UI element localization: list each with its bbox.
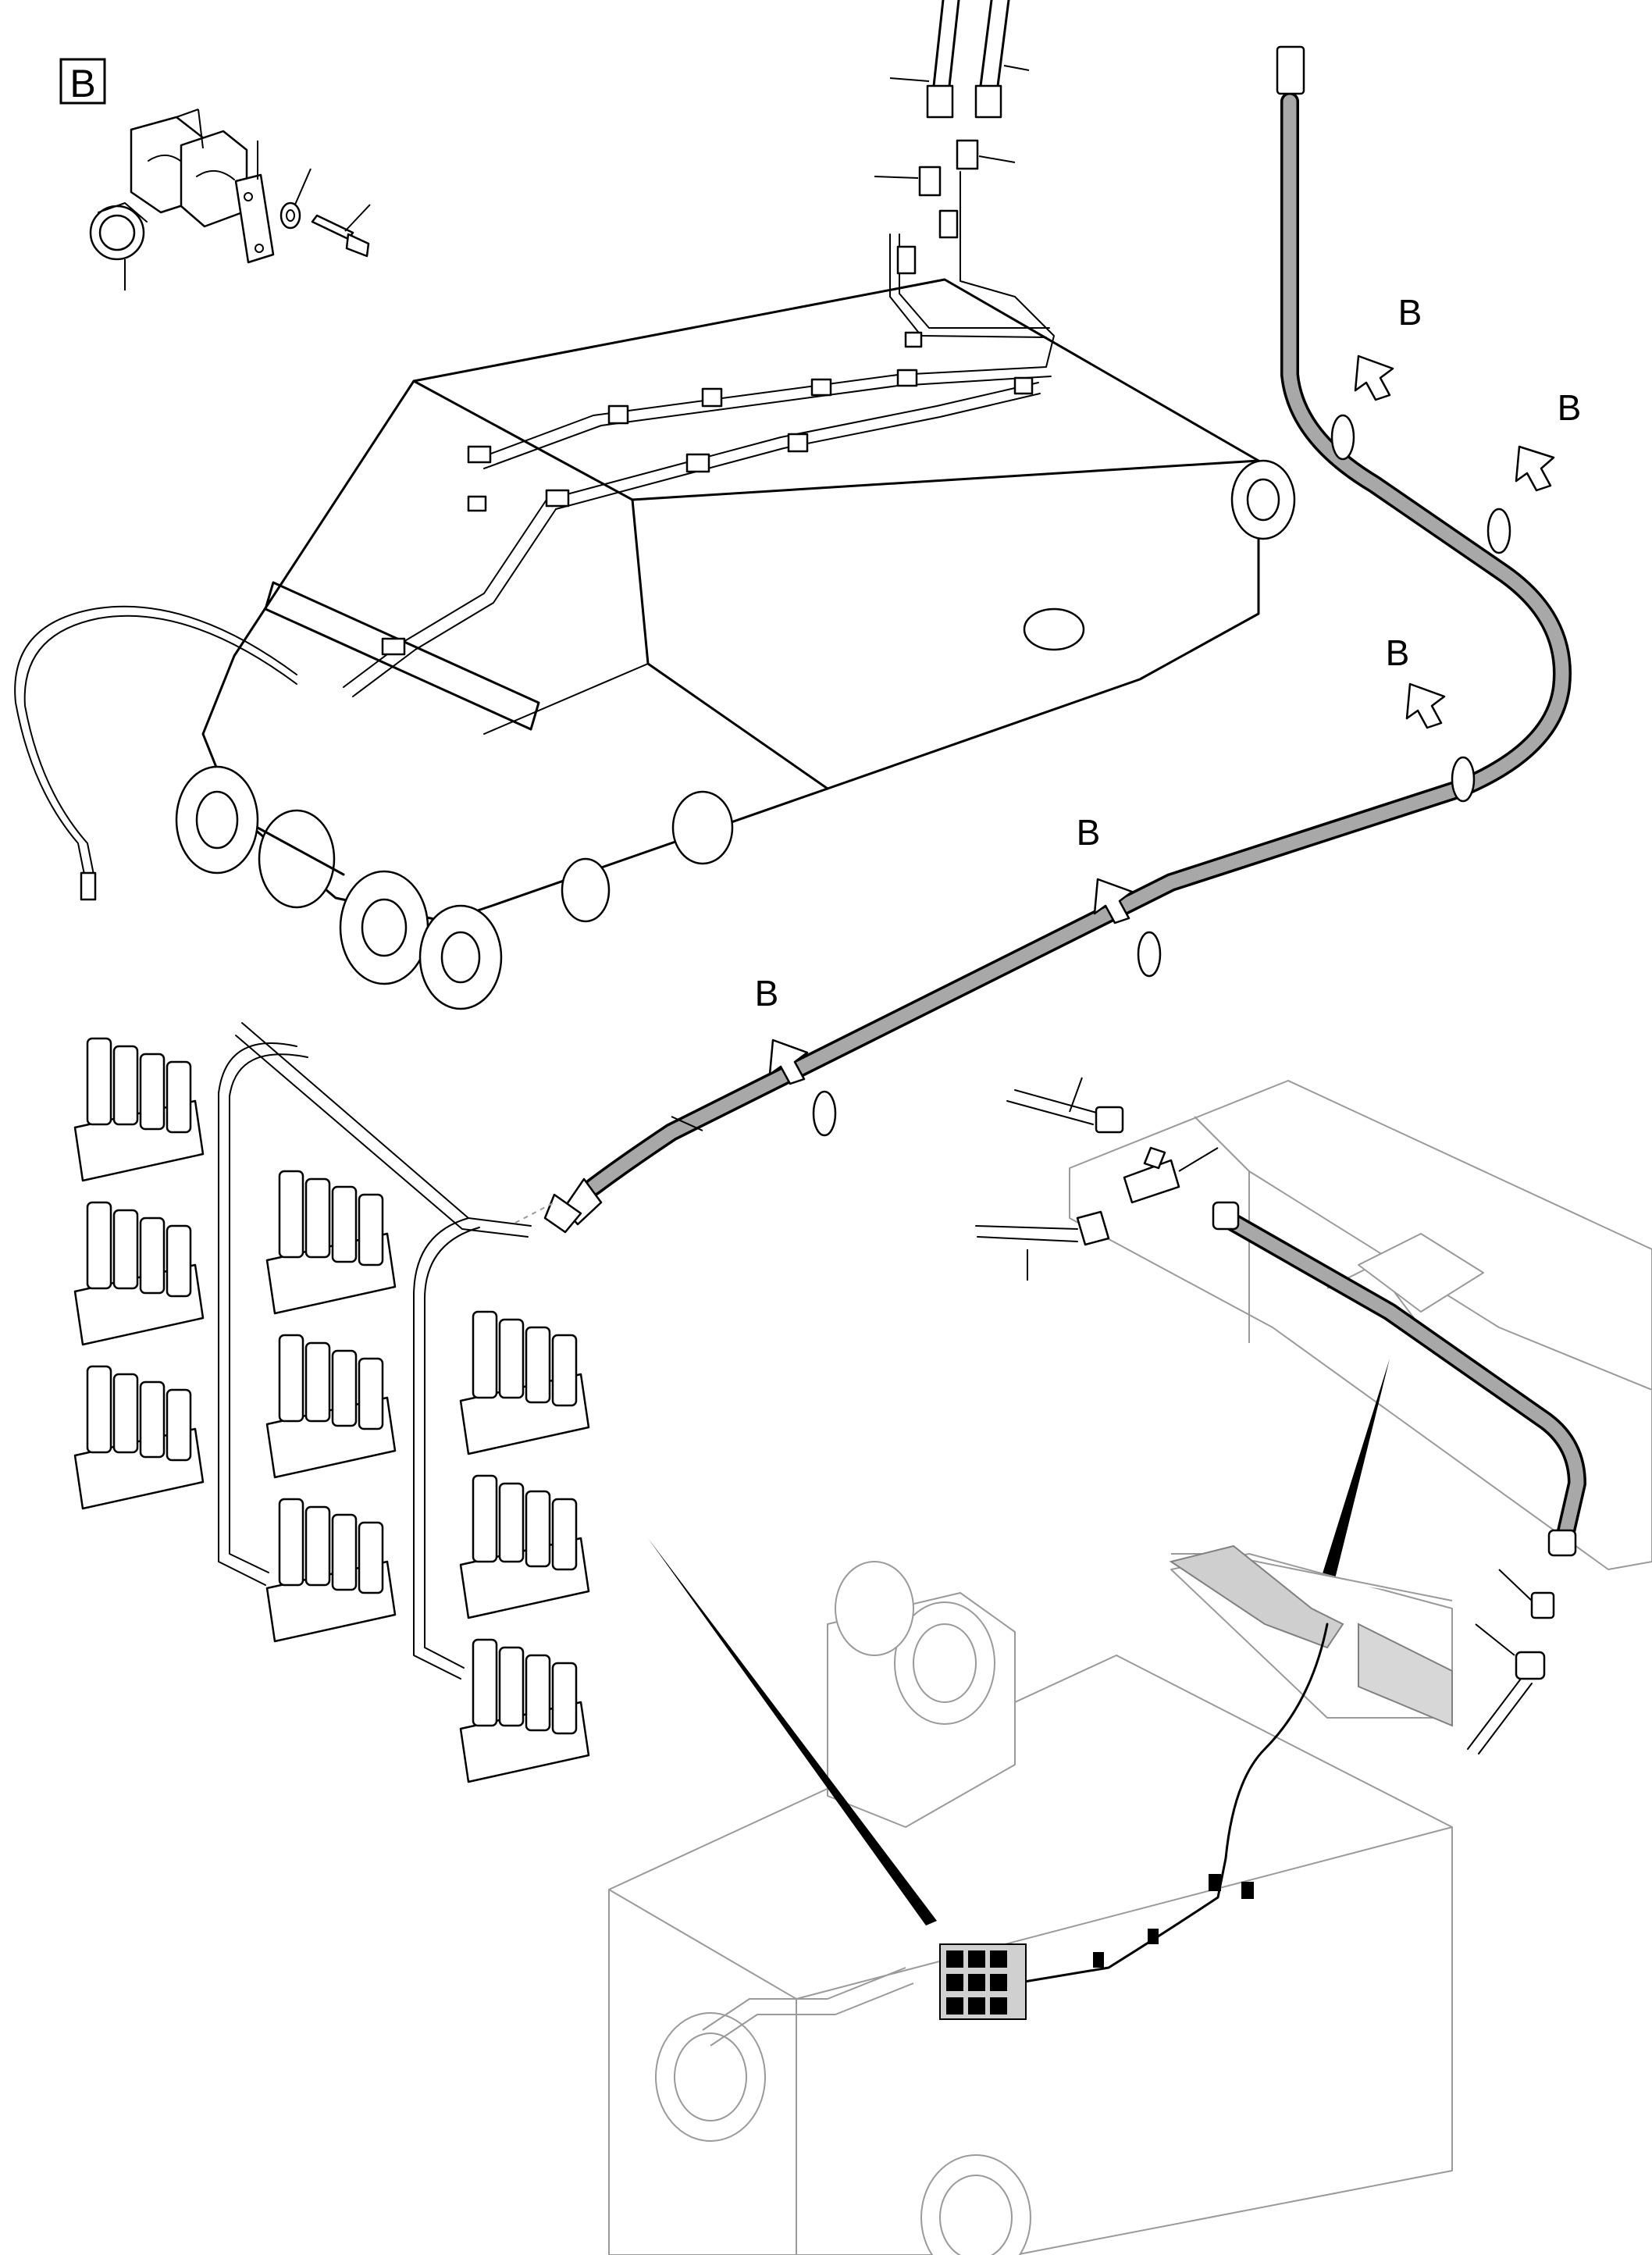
lube-distributor-bank [73,1022,590,1783]
callout-b-4: B [1077,812,1134,924]
callout-b-label: B [1077,812,1101,853]
grommet-part [89,202,148,290]
distributor-block [265,1498,397,1643]
callout-b-label: B [755,973,779,1014]
callout-b-label: B [1398,292,1422,333]
callout-b-5: B [755,973,809,1085]
distributor-block [459,1474,590,1619]
callout-b-2: B [1515,387,1582,492]
bolt-part [311,204,371,258]
distributor-block [459,1638,590,1783]
clamp-halves-part [130,109,248,228]
detail-b-label: B [69,62,95,105]
distributor-block [265,1170,397,1315]
main-lubrication-hose [543,45,1572,1234]
detail-b-frame [59,58,106,105]
callout-b-1: B [1354,292,1422,401]
boom-assembly [14,171,1296,1010]
top-hose-connections [874,0,1030,275]
distributor-block [73,1365,205,1510]
cover-plate-part [234,141,275,264]
washer-part [279,168,312,230]
distributor-bank-mini [939,1943,1027,2020]
boom-pipe-clamps [381,331,1034,656]
distributor-block [73,1037,205,1182]
detail-b-clamp-kit: B [59,58,371,290]
distributor-block [459,1310,590,1455]
distributor-block [73,1201,205,1346]
callout-b-label: B [1558,387,1582,428]
callout-b-label: B [1386,632,1410,673]
lower-carriage-overview [608,1538,1453,2255]
upper-frame-detail [975,1077,1652,1754]
callout-b-3: B [1386,632,1446,729]
distributor-block [265,1334,397,1479]
